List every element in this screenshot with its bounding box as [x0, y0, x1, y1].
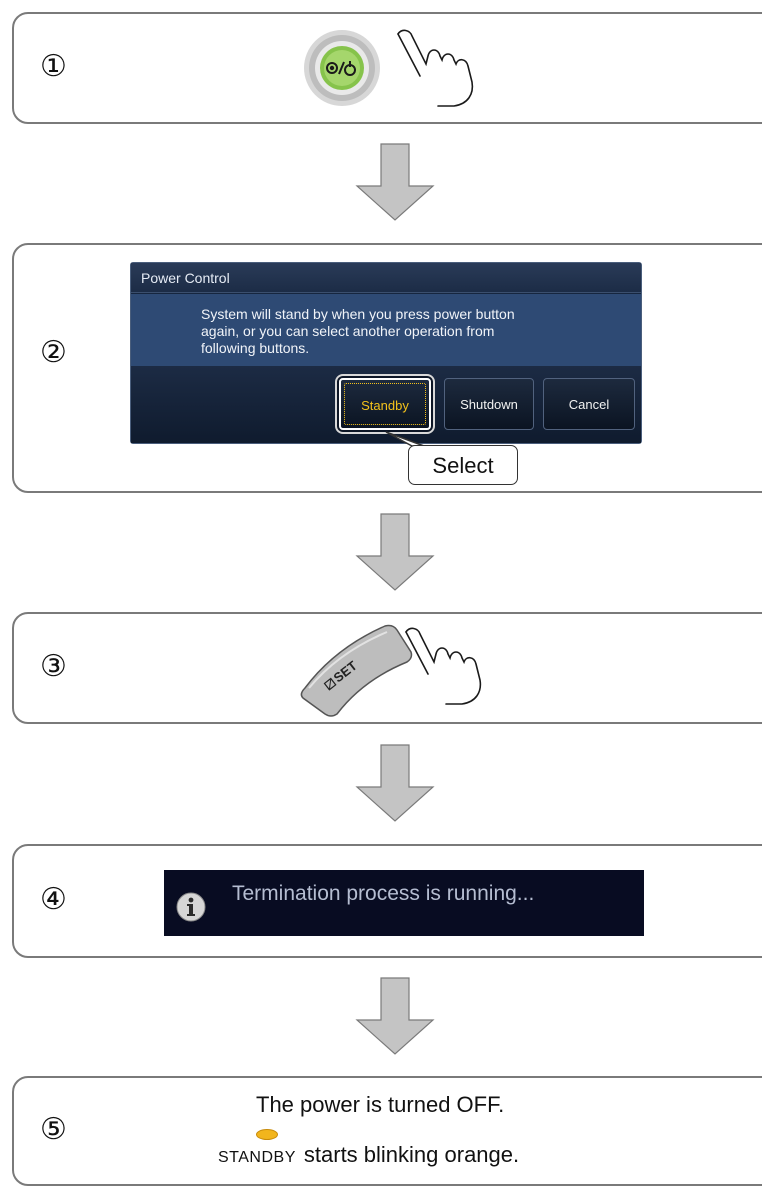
dialog-message-line: following buttons. [201, 340, 310, 356]
set-key[interactable]: SET [285, 618, 415, 718]
step-1-box [12, 12, 762, 124]
standby-label: STANDBY [218, 1149, 296, 1166]
dialog-message-line: again, or you can select another operati… [201, 323, 495, 339]
shutdown-button-label: Shutdown [460, 397, 518, 412]
dialog-title: Power Control [131, 263, 641, 293]
standby-status-text: starts blinking orange. [303, 1142, 520, 1167]
step-number: ③ [40, 649, 67, 684]
standby-button[interactable]: Standby [339, 378, 431, 430]
focus-ring [344, 383, 426, 425]
power-control-dialog: Power Control System will stand by when … [130, 262, 642, 444]
down-arrow-icon [355, 977, 435, 1055]
termination-message: Termination process is running... [232, 882, 535, 905]
pointing-hand-icon [405, 627, 482, 705]
shutdown-button[interactable]: Shutdown [444, 378, 534, 430]
power-button[interactable] [302, 28, 382, 108]
termination-banner: Termination process is running... [164, 870, 644, 936]
power-off-text: The power is turned OFF. [256, 1092, 505, 1117]
down-arrow-icon [355, 513, 435, 591]
down-arrow-icon [355, 143, 435, 221]
info-icon [176, 892, 206, 922]
dialog-message-line: System will stand by when you press powe… [201, 306, 515, 322]
step-5-box [12, 1076, 762, 1186]
step-number: ⑤ [40, 1112, 67, 1147]
cancel-button-label: Cancel [568, 397, 610, 412]
dialog-message: System will stand by when you press powe… [131, 294, 641, 366]
standby-status-line: STANDBY starts blinking orange. [218, 1142, 519, 1168]
standby-led-icon [256, 1129, 278, 1140]
pointing-hand-icon [397, 29, 474, 107]
step-number: ① [40, 49, 67, 84]
standby-button-label: Standby [361, 398, 409, 413]
down-arrow-icon [355, 744, 435, 822]
select-callout: Select [408, 445, 518, 485]
step-number: ② [40, 335, 67, 370]
cancel-button[interactable]: Cancel [543, 378, 635, 430]
step-number: ④ [40, 882, 67, 917]
power-icon [326, 61, 356, 76]
